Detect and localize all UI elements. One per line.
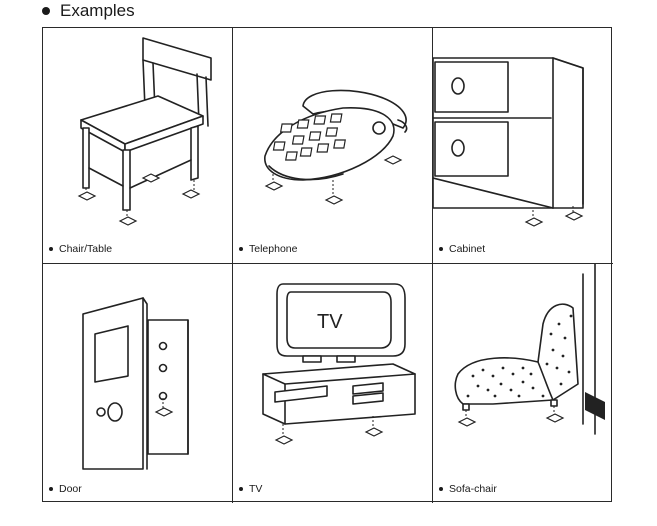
section-heading-text: Examples: [60, 1, 135, 20]
tv-screen-text: TV: [317, 311, 343, 333]
example-label: Door: [59, 483, 82, 495]
sofa-chair-icon: [454, 264, 605, 435]
example-card-door: Door: [43, 264, 233, 503]
door-icon: [82, 297, 189, 470]
example-label: Telephone: [249, 243, 298, 255]
telephone-icon: [264, 89, 408, 205]
example-label: TV: [249, 483, 263, 495]
section-heading: Examples: [42, 0, 135, 22]
example-label: Chair/Table: [59, 243, 113, 255]
bullet-icon: [439, 247, 443, 251]
example-card-sofa-chair: Sofa-chair: [433, 264, 613, 503]
example-caption: Chair/Table: [49, 243, 112, 255]
example-card-telephone: Telephone: [233, 28, 433, 264]
example-card-chair: Chair/Table: [43, 28, 233, 264]
example-caption: Telephone: [239, 243, 297, 255]
example-card-tv: TV TV: [233, 264, 433, 503]
chair-icon: [77, 37, 212, 226]
example-caption: Sofa-chair: [439, 483, 497, 495]
example-caption: Door: [49, 483, 82, 495]
example-card-cabinet: Cabinet: [433, 28, 613, 264]
example-label: Sofa-chair: [449, 483, 497, 495]
examples-grid: Chair/Table: [42, 27, 613, 503]
bullet-icon: [49, 247, 53, 251]
tv-icon: TV: [262, 283, 416, 445]
example-label: Cabinet: [449, 243, 486, 255]
bullet-icon: [239, 247, 243, 251]
bullet-icon: [239, 487, 243, 491]
example-caption: Cabinet: [439, 243, 485, 255]
bullet-icon: [42, 7, 50, 15]
bullet-icon: [49, 487, 53, 491]
bullet-icon: [439, 487, 443, 491]
example-caption: TV: [239, 483, 262, 495]
cabinet-icon: [433, 57, 584, 227]
